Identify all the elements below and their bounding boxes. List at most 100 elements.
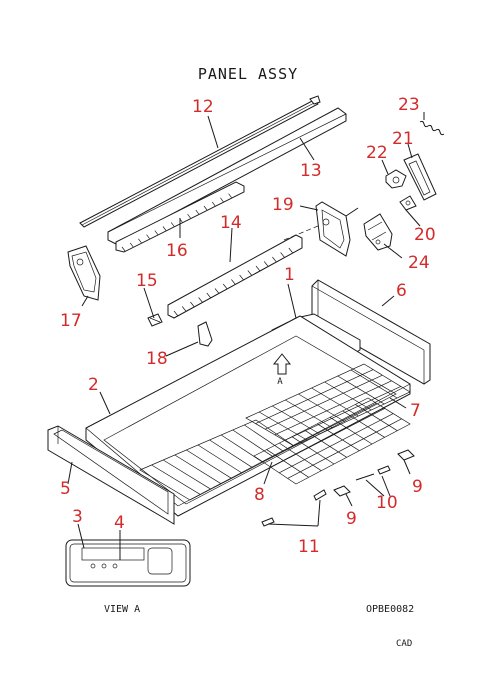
hatch-line [231, 279, 236, 285]
hatch-line [163, 459, 211, 490]
part-18-bracket [197, 321, 213, 347]
callout-15: 15 [136, 271, 158, 291]
part-17-bracket [67, 245, 101, 301]
hatch-line [266, 449, 309, 478]
hatch-line [280, 252, 285, 258]
part-16-louver [115, 181, 245, 253]
callout-3: 3 [72, 507, 83, 527]
hatch-line [258, 411, 308, 441]
hatch-line [270, 408, 385, 468]
hatch-line [287, 418, 402, 479]
hatch-line [342, 410, 385, 438]
arrow-label: A [277, 377, 283, 387]
part-9-clip-bottom [333, 485, 351, 497]
hatch-line [255, 369, 374, 424]
hatch-line [247, 270, 253, 276]
hatch-line [203, 205, 208, 211]
callout-1: 1 [284, 265, 295, 285]
view-a-detail [65, 523, 191, 587]
part-14-louver [167, 234, 303, 319]
hatch-line [329, 417, 373, 445]
callout-9-upper: 9 [412, 477, 423, 497]
part-19-frame [315, 201, 359, 257]
hatch-line [291, 436, 335, 465]
callout-22: 22 [366, 143, 388, 163]
hatch-line [317, 423, 360, 451]
hatch-line [265, 374, 383, 430]
hatch-line [198, 297, 203, 303]
hatch-line [355, 404, 398, 431]
hatch-line [195, 209, 200, 215]
part-10-pin-b [355, 473, 375, 481]
part-23-spring [419, 120, 445, 136]
callout-13: 13 [300, 161, 322, 181]
hatch-line [138, 238, 142, 244]
hatch-line [121, 246, 126, 252]
hatch-line [151, 464, 201, 495]
hatch-line [255, 265, 261, 272]
hatch-line [262, 402, 377, 462]
callout-14: 14 [220, 213, 242, 233]
hatch-line [170, 222, 175, 227]
part-22-knob [385, 169, 407, 189]
hatch-line [288, 247, 294, 254]
hatch-line [174, 454, 222, 485]
hatch-line [337, 375, 385, 405]
hatch-line [311, 387, 359, 417]
view-a-label: VIEW A [104, 604, 140, 615]
callout-19: 19 [272, 195, 294, 215]
part-8-grid-left [139, 419, 295, 501]
hatch-line [279, 442, 322, 471]
cad-label: CAD [396, 639, 412, 649]
callout-17: 17 [60, 311, 82, 331]
callout-23: 23 [398, 95, 420, 115]
hatch-line [324, 381, 372, 411]
callout-7: 7 [410, 401, 421, 421]
view-arrow-a: A [272, 353, 292, 387]
diagram-title: PANEL ASSY [198, 65, 298, 83]
part-13-bar [107, 107, 347, 245]
hatch-line [187, 213, 191, 219]
part-9-clip-top [397, 449, 415, 461]
callout-20: 20 [414, 225, 436, 245]
hatch-line [211, 201, 216, 207]
part-14-to-19-dashline [283, 225, 319, 241]
hatch-line [244, 424, 284, 452]
hatch-line [214, 288, 220, 294]
hatch-line [190, 301, 195, 308]
part-12-rail [79, 95, 321, 228]
part-24-block [363, 213, 393, 251]
part-10-pin-a [377, 465, 391, 475]
hatch-line [222, 283, 228, 290]
callout-11: 11 [298, 537, 320, 557]
callout-18: 18 [146, 349, 168, 369]
hatch-line [263, 261, 269, 267]
hatch-line [220, 197, 224, 203]
hatch-line [274, 380, 392, 436]
hatch-line [279, 413, 394, 474]
hatch-line [350, 369, 398, 399]
hatch-line [129, 242, 134, 248]
callout-8: 8 [254, 485, 265, 505]
callout-numbers: 12 13 23 21 22 19 14 16 20 24 1 6 15 17 … [60, 95, 436, 557]
hatch-line [173, 310, 179, 317]
hatch-line [239, 274, 244, 281]
hatch-line [272, 405, 320, 435]
hatch-line [146, 234, 150, 239]
hatch-line [154, 230, 159, 235]
drawing-code: OPBE0082 [366, 604, 414, 615]
hatch-line [162, 226, 167, 231]
hatch-line [272, 256, 277, 263]
callout-9-lower: 9 [346, 509, 357, 529]
part-5-end-cap [47, 425, 175, 525]
hatch-line [197, 444, 243, 474]
callout-4: 4 [114, 513, 125, 533]
callout-24: 24 [408, 253, 430, 273]
hatch-line [186, 449, 232, 479]
hatch-line [304, 429, 347, 458]
callout-10: 10 [376, 493, 398, 513]
part-21-switch [403, 153, 437, 201]
hatch-line [181, 306, 187, 312]
